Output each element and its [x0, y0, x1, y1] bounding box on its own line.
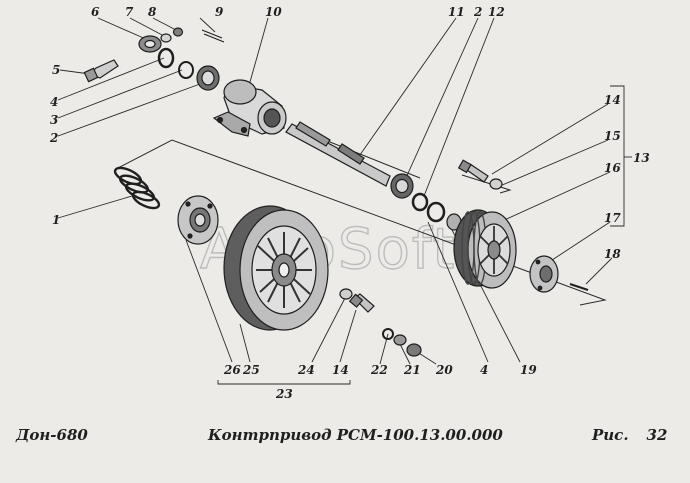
callout-14-upper: 14	[604, 93, 621, 107]
large-pulley-25	[223, 205, 329, 331]
spring-washer-21	[393, 334, 407, 346]
washer-22	[382, 328, 394, 340]
hub-flange-26	[177, 195, 219, 245]
small-pulley-16	[453, 209, 517, 289]
bolt-14-upper	[457, 159, 489, 183]
callout-5: 5	[52, 63, 60, 77]
callout-25: 25	[242, 363, 260, 377]
ring-4-top	[157, 47, 175, 69]
caption-figure-number: 32	[646, 426, 668, 444]
pin-18	[569, 283, 589, 291]
caption-figure: Рис. 32	[592, 426, 667, 444]
washer-15	[489, 178, 503, 190]
callout-22: 22	[370, 363, 388, 377]
callout-14-lower: 14	[332, 363, 349, 377]
callout-2-left: 2	[49, 131, 58, 145]
housing-10	[212, 79, 287, 137]
callout-26: 26	[223, 363, 241, 377]
callout-18: 18	[604, 247, 621, 261]
callout-4-left: 4	[50, 95, 58, 109]
shaft-11	[285, 121, 391, 187]
ring-12	[411, 192, 429, 212]
callout-21: 21	[403, 363, 421, 377]
caption-figure-label: Рис.	[592, 426, 629, 444]
bolt-5	[83, 59, 119, 83]
callout-6: 6	[91, 5, 100, 19]
callout-13: 13	[633, 151, 650, 165]
callout-23: 23	[275, 387, 293, 401]
callout-19: 19	[520, 363, 537, 377]
callout-10: 10	[265, 5, 282, 19]
ring-4-mid	[426, 201, 446, 223]
callout-numbers: 6 7 8 9 10 11 2 12 5 4 3 2 1 14 15 13 16…	[49, 5, 650, 401]
callout-3: 3	[50, 113, 58, 127]
spring-1	[113, 166, 161, 210]
callout-20: 20	[435, 363, 453, 377]
bearing-2-top	[196, 65, 220, 91]
callout-11: 11	[448, 5, 465, 19]
caption-title: Контрпривод РСМ-100.13.00.000	[208, 426, 503, 444]
leader-lines	[57, 17, 632, 385]
callout-12: 12	[488, 5, 505, 19]
washer-7	[160, 33, 172, 43]
split-pin-9	[201, 29, 225, 43]
callout-24: 24	[297, 363, 315, 377]
callout-8: 8	[148, 5, 157, 19]
nut-20	[406, 343, 422, 357]
retaining-ring-3	[178, 61, 194, 79]
callout-16: 16	[604, 161, 621, 175]
callout-17: 17	[604, 211, 621, 225]
caption-model: Дон-680	[16, 426, 88, 444]
callout-15: 15	[604, 129, 621, 143]
castle-nut-6	[138, 35, 162, 53]
nut-8	[172, 27, 184, 37]
bearing-2-mid	[390, 173, 414, 199]
callout-4-bottom: 4	[480, 363, 488, 377]
callout-7: 7	[125, 5, 134, 19]
bolt-14-lower	[348, 293, 375, 313]
callout-9: 9	[215, 5, 224, 19]
parts	[83, 27, 589, 357]
callout-1: 1	[52, 213, 60, 227]
washer-24	[339, 288, 353, 300]
callout-2-top-label: 2	[473, 5, 482, 19]
hub-17	[529, 255, 559, 293]
